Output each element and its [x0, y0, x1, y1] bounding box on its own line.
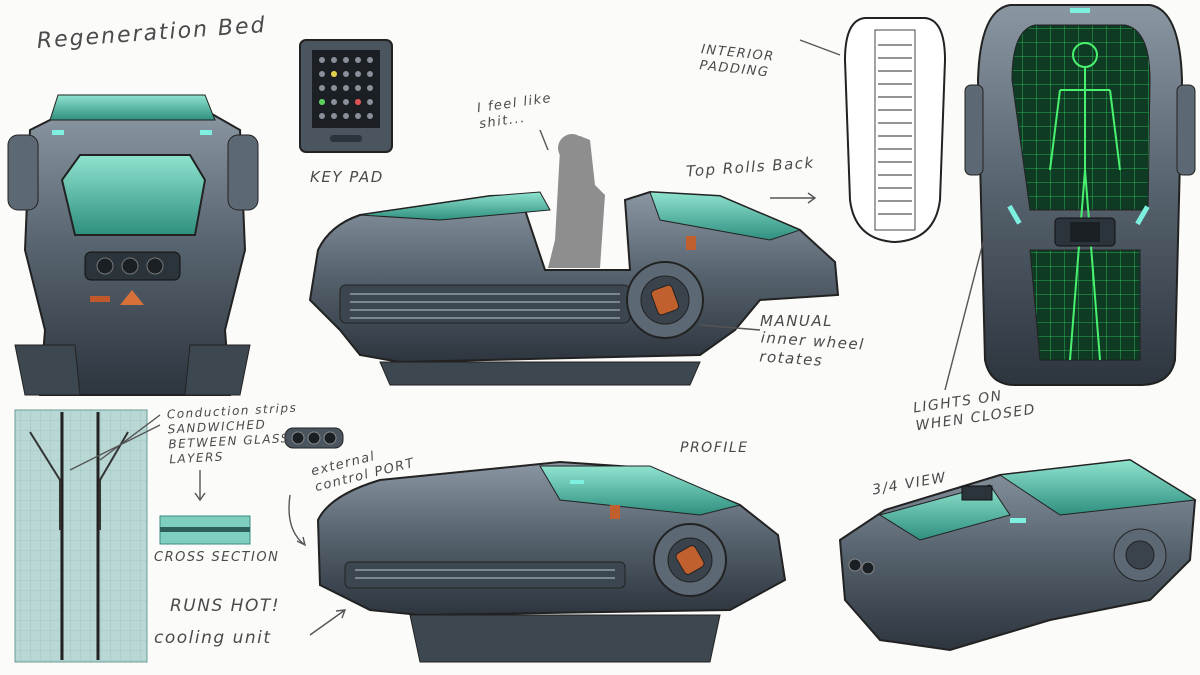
profile-label: PROFILE — [680, 440, 749, 456]
side-view-open-bed — [308, 134, 840, 386]
manual-note: MANUAL — [760, 312, 834, 330]
keypad-drawing — [299, 39, 393, 153]
interior-padding-drawing — [843, 17, 947, 244]
inner-wheel-note: inner wheel rotates — [758, 328, 866, 370]
front-view-bed — [7, 94, 259, 396]
cross-section-label: CROSS SECTION — [154, 550, 280, 565]
external-port-drawing — [284, 427, 344, 449]
conduction-strips-diagram — [14, 409, 148, 663]
top-view-closed-bed — [964, 4, 1196, 386]
three-quarter-view-bed — [838, 458, 1197, 652]
profile-view-closed-bed — [316, 460, 787, 663]
key-pad-label: KEY PAD — [310, 168, 384, 186]
annotation-arrows — [69, 39, 986, 636]
runs-hot-note: RUNS HOT! — [170, 596, 281, 616]
conduction-strips-note: Conduction strips SANDWICHED BETWEEN GLA… — [166, 400, 298, 467]
cross-section-drawing — [159, 515, 251, 545]
cooling-unit-note: cooling unit — [154, 628, 272, 648]
